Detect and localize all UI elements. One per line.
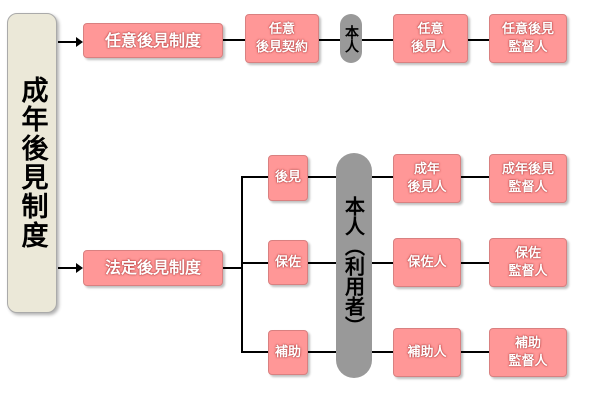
- arrow-right-icon: [76, 263, 83, 273]
- connector: [241, 351, 268, 353]
- connector: [319, 39, 341, 41]
- connector: [58, 267, 78, 269]
- connector: [468, 39, 489, 41]
- type-assistance-box: 補助: [268, 330, 308, 375]
- connector: [371, 262, 393, 264]
- principal-user-pill: 本人（利用者）: [336, 153, 372, 378]
- adult-guardianship-root: 成年後見制度: [7, 13, 57, 313]
- legal-guardianship-box: 法定後見制度: [83, 250, 223, 286]
- connector: [308, 176, 338, 178]
- curator-supervisor-box: 保佐 監督人: [489, 238, 567, 287]
- assistant-supervisor-box: 補助 監督人: [489, 328, 567, 377]
- connector: [371, 351, 393, 353]
- connector: [241, 262, 268, 264]
- connector: [223, 267, 243, 269]
- connector: [308, 351, 338, 353]
- assistant-box: 補助人: [393, 328, 461, 377]
- principal-pill: 本人: [340, 14, 362, 63]
- adult-guardian-supervisor-box: 成年後見 監督人: [489, 154, 567, 203]
- connector: [461, 351, 489, 353]
- adult-guardian-box: 成年 後見人: [393, 154, 461, 203]
- connector: [362, 39, 393, 41]
- connector: [241, 176, 268, 178]
- connector: [223, 39, 245, 41]
- connector: [58, 41, 78, 43]
- connector: [461, 176, 489, 178]
- connector: [461, 262, 489, 264]
- voluntary-supervisor-box: 任意後見 監督人: [489, 14, 567, 63]
- voluntary-guardian-box: 任意 後見人: [393, 14, 468, 63]
- type-guardianship-box: 後見: [268, 155, 308, 201]
- connector: [371, 176, 393, 178]
- voluntary-contract-box: 任意 後見契約: [245, 14, 319, 63]
- connector: [241, 176, 243, 353]
- arrow-right-icon: [76, 37, 83, 47]
- voluntary-guardianship-box: 任意後見制度: [83, 23, 223, 58]
- curator-box: 保佐人: [393, 238, 461, 287]
- connector: [308, 262, 338, 264]
- type-curatorship-box: 保佐: [268, 240, 308, 285]
